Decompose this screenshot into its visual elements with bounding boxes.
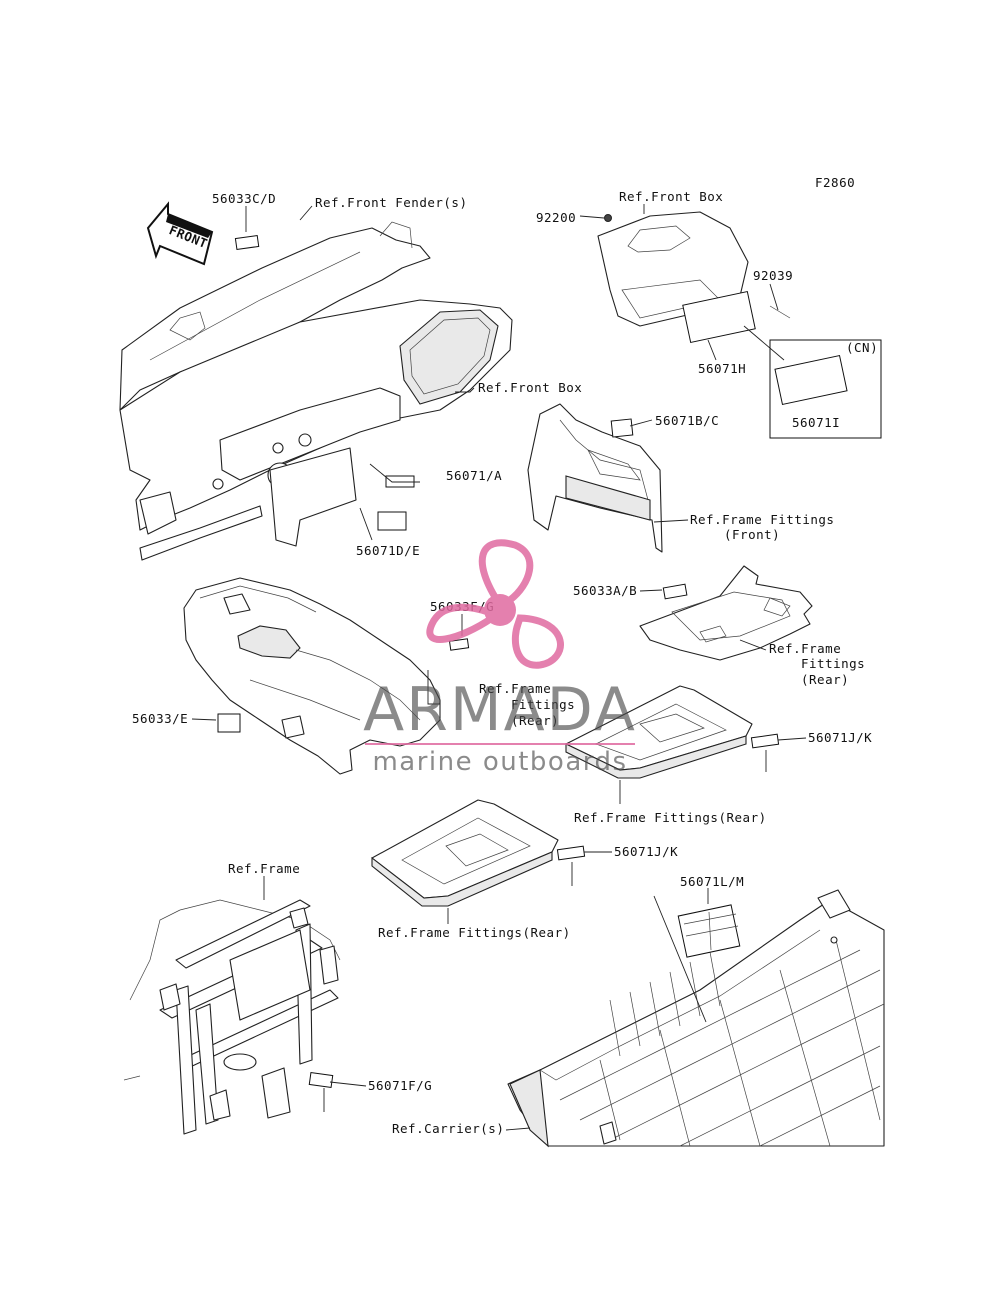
label-ref-frame-fittings-rear-c: Ref.Frame Fittings(Rear) <box>574 810 767 825</box>
floor-plate-rear <box>639 565 813 661</box>
label-56071fg: 56071F/G <box>368 1078 432 1093</box>
watermark-brand: ARMADA <box>363 675 637 745</box>
label-ref-frame-fittings-rear-a2: Fittings <box>801 656 865 671</box>
center-console-body <box>183 577 441 775</box>
battery-tray-lower <box>371 799 559 907</box>
label-56071i: 56071I <box>792 415 840 430</box>
decal-56071a <box>385 475 415 488</box>
label-ref-frame-fittings-rear-b3: (Rear) <box>511 713 559 728</box>
label-92039: 92039 <box>753 268 793 283</box>
label-92200: 92200 <box>536 210 576 225</box>
label-ref-frame-fittings-front-2: (Front) <box>724 527 780 542</box>
cn-variant-box <box>769 339 882 439</box>
label-ref-front-box-top: Ref.Front Box <box>619 189 723 204</box>
label-ref-frame-fittings-rear-a1: Ref.Frame <box>769 641 841 656</box>
label-ref-frame-fittings-front-1: Ref.Frame Fittings <box>690 512 834 527</box>
label-ref-frame-fittings-rear-a3: (Rear) <box>801 672 849 687</box>
figure-code: F2860 <box>815 175 855 190</box>
label-56071lm: 56071L/M <box>680 874 744 889</box>
label-ref-frame-fittings-rear-b2: Fittings <box>511 697 575 712</box>
decal-56071h <box>682 290 756 344</box>
decal-56071fg <box>308 1071 334 1089</box>
decal-56033fg <box>448 638 470 651</box>
label-ref-carrier: Ref.Carrier(s) <box>392 1121 504 1136</box>
label-ref-frame-fittings-rear-d: Ref.Frame Fittings(Rear) <box>378 925 571 940</box>
label-ref-frame-fittings-rear-b1: Ref.Frame <box>479 681 551 696</box>
decal-56071jk-2 <box>556 845 586 861</box>
decal-56071de <box>377 511 407 531</box>
label-56071h: 56071H <box>698 361 746 376</box>
decal-56033cd <box>234 234 260 251</box>
part-92200-washer <box>604 214 612 222</box>
decal-56071bc <box>610 418 634 438</box>
label-56071bc: 56071B/C <box>655 413 719 428</box>
decal-56071jk-1 <box>750 733 780 749</box>
decal-56033e <box>217 713 241 733</box>
front-direction-arrow: FRONT <box>146 201 214 266</box>
label-56033cd: 56033C/D <box>212 191 276 206</box>
label-cn: (CN) <box>846 340 878 355</box>
propeller-logo <box>426 539 564 669</box>
frame-rear <box>123 899 341 1135</box>
part-92039-pin <box>769 305 791 319</box>
decal-56071i <box>774 354 848 406</box>
battery-tray-upper <box>565 685 753 779</box>
label-56071de: 56071D/E <box>356 543 420 558</box>
label-56033e: 56033/E <box>132 711 188 726</box>
frame-fittings-front <box>527 403 663 553</box>
label-56071a: 56071/A <box>446 468 502 483</box>
decal-56071lm <box>677 904 741 958</box>
cargo-carrier <box>507 889 885 1148</box>
label-ref-front-box-mid: Ref.Front Box <box>478 380 582 395</box>
label-ref-front-fender: Ref.Front Fender(s) <box>315 195 468 210</box>
armada-watermark: ARMADA marine outboards <box>363 539 637 777</box>
decal-56033ab <box>662 583 688 600</box>
label-56033ab: 56033A/B <box>573 583 637 598</box>
front-fender-dash-assembly <box>119 221 513 561</box>
watermark-tagline: marine outboards <box>372 747 627 777</box>
label-ref-frame: Ref.Frame <box>228 861 300 876</box>
label-56071jk-1: 56071J/K <box>808 730 872 745</box>
label-56071jk-2: 56071J/K <box>614 844 678 859</box>
